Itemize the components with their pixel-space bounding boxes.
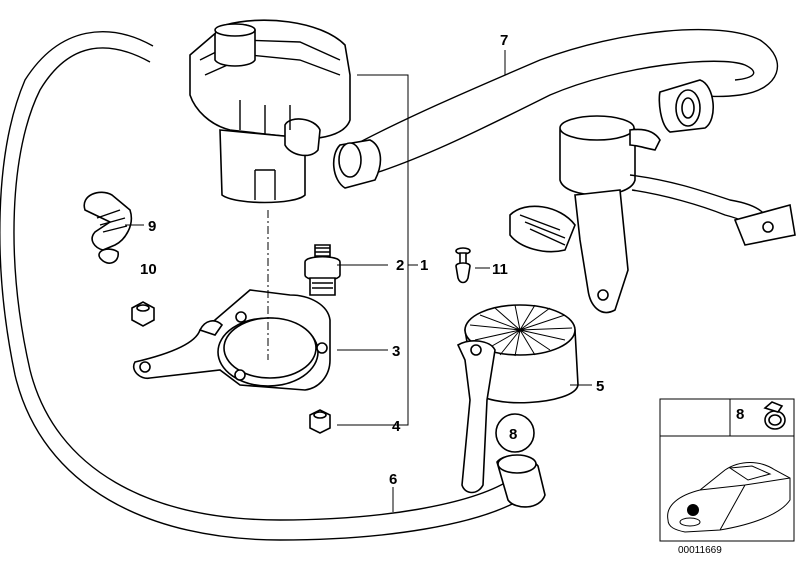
diagram-number: 00011669	[678, 545, 722, 556]
hose-7	[332, 28, 779, 189]
label-part-2: 2	[396, 257, 404, 274]
bracket-3	[132, 289, 331, 391]
air-filter-5	[456, 304, 579, 494]
label-part-3: 3	[392, 343, 400, 360]
label-part-7: 7	[500, 32, 508, 49]
screw-11	[455, 247, 471, 284]
seal-8	[495, 413, 535, 453]
car-silhouette-icon	[667, 462, 791, 533]
label-part-4: 4	[392, 418, 401, 435]
hose-6	[0, 31, 546, 541]
clamp-9	[83, 191, 133, 264]
label-part-11: 11	[492, 261, 508, 278]
label-part-9: 9	[148, 218, 156, 235]
nut-10	[131, 301, 155, 327]
label-part-5: 5	[596, 378, 604, 395]
label-part-1: 1	[420, 257, 428, 274]
nut-4	[309, 409, 331, 434]
label-part-8: 8	[509, 426, 517, 443]
inset-label-8: 8	[736, 406, 744, 423]
clamp-icon	[763, 401, 786, 430]
air-pump	[189, 19, 351, 204]
rubber-mount-2	[304, 244, 341, 296]
inset-panel: 8	[659, 398, 795, 542]
leader-lines	[125, 50, 592, 512]
label-part-6: 6	[389, 471, 397, 488]
label-part-10: 10	[140, 261, 157, 278]
air-valve-assembly	[509, 115, 796, 314]
